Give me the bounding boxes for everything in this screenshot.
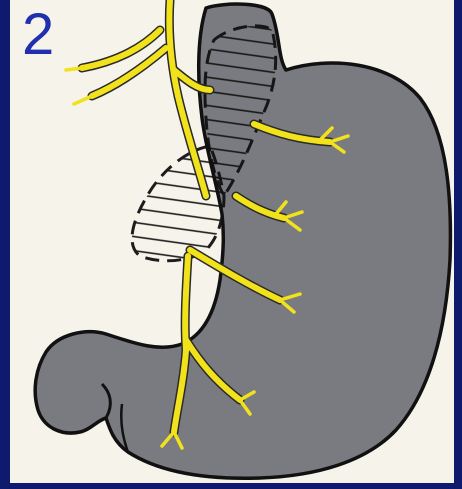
- panel-number: 2: [22, 6, 54, 64]
- hatched-esophageal-zone: [132, 146, 224, 261]
- illustration-panel: 2: [10, 0, 454, 483]
- stomach-illustration: [10, 0, 454, 483]
